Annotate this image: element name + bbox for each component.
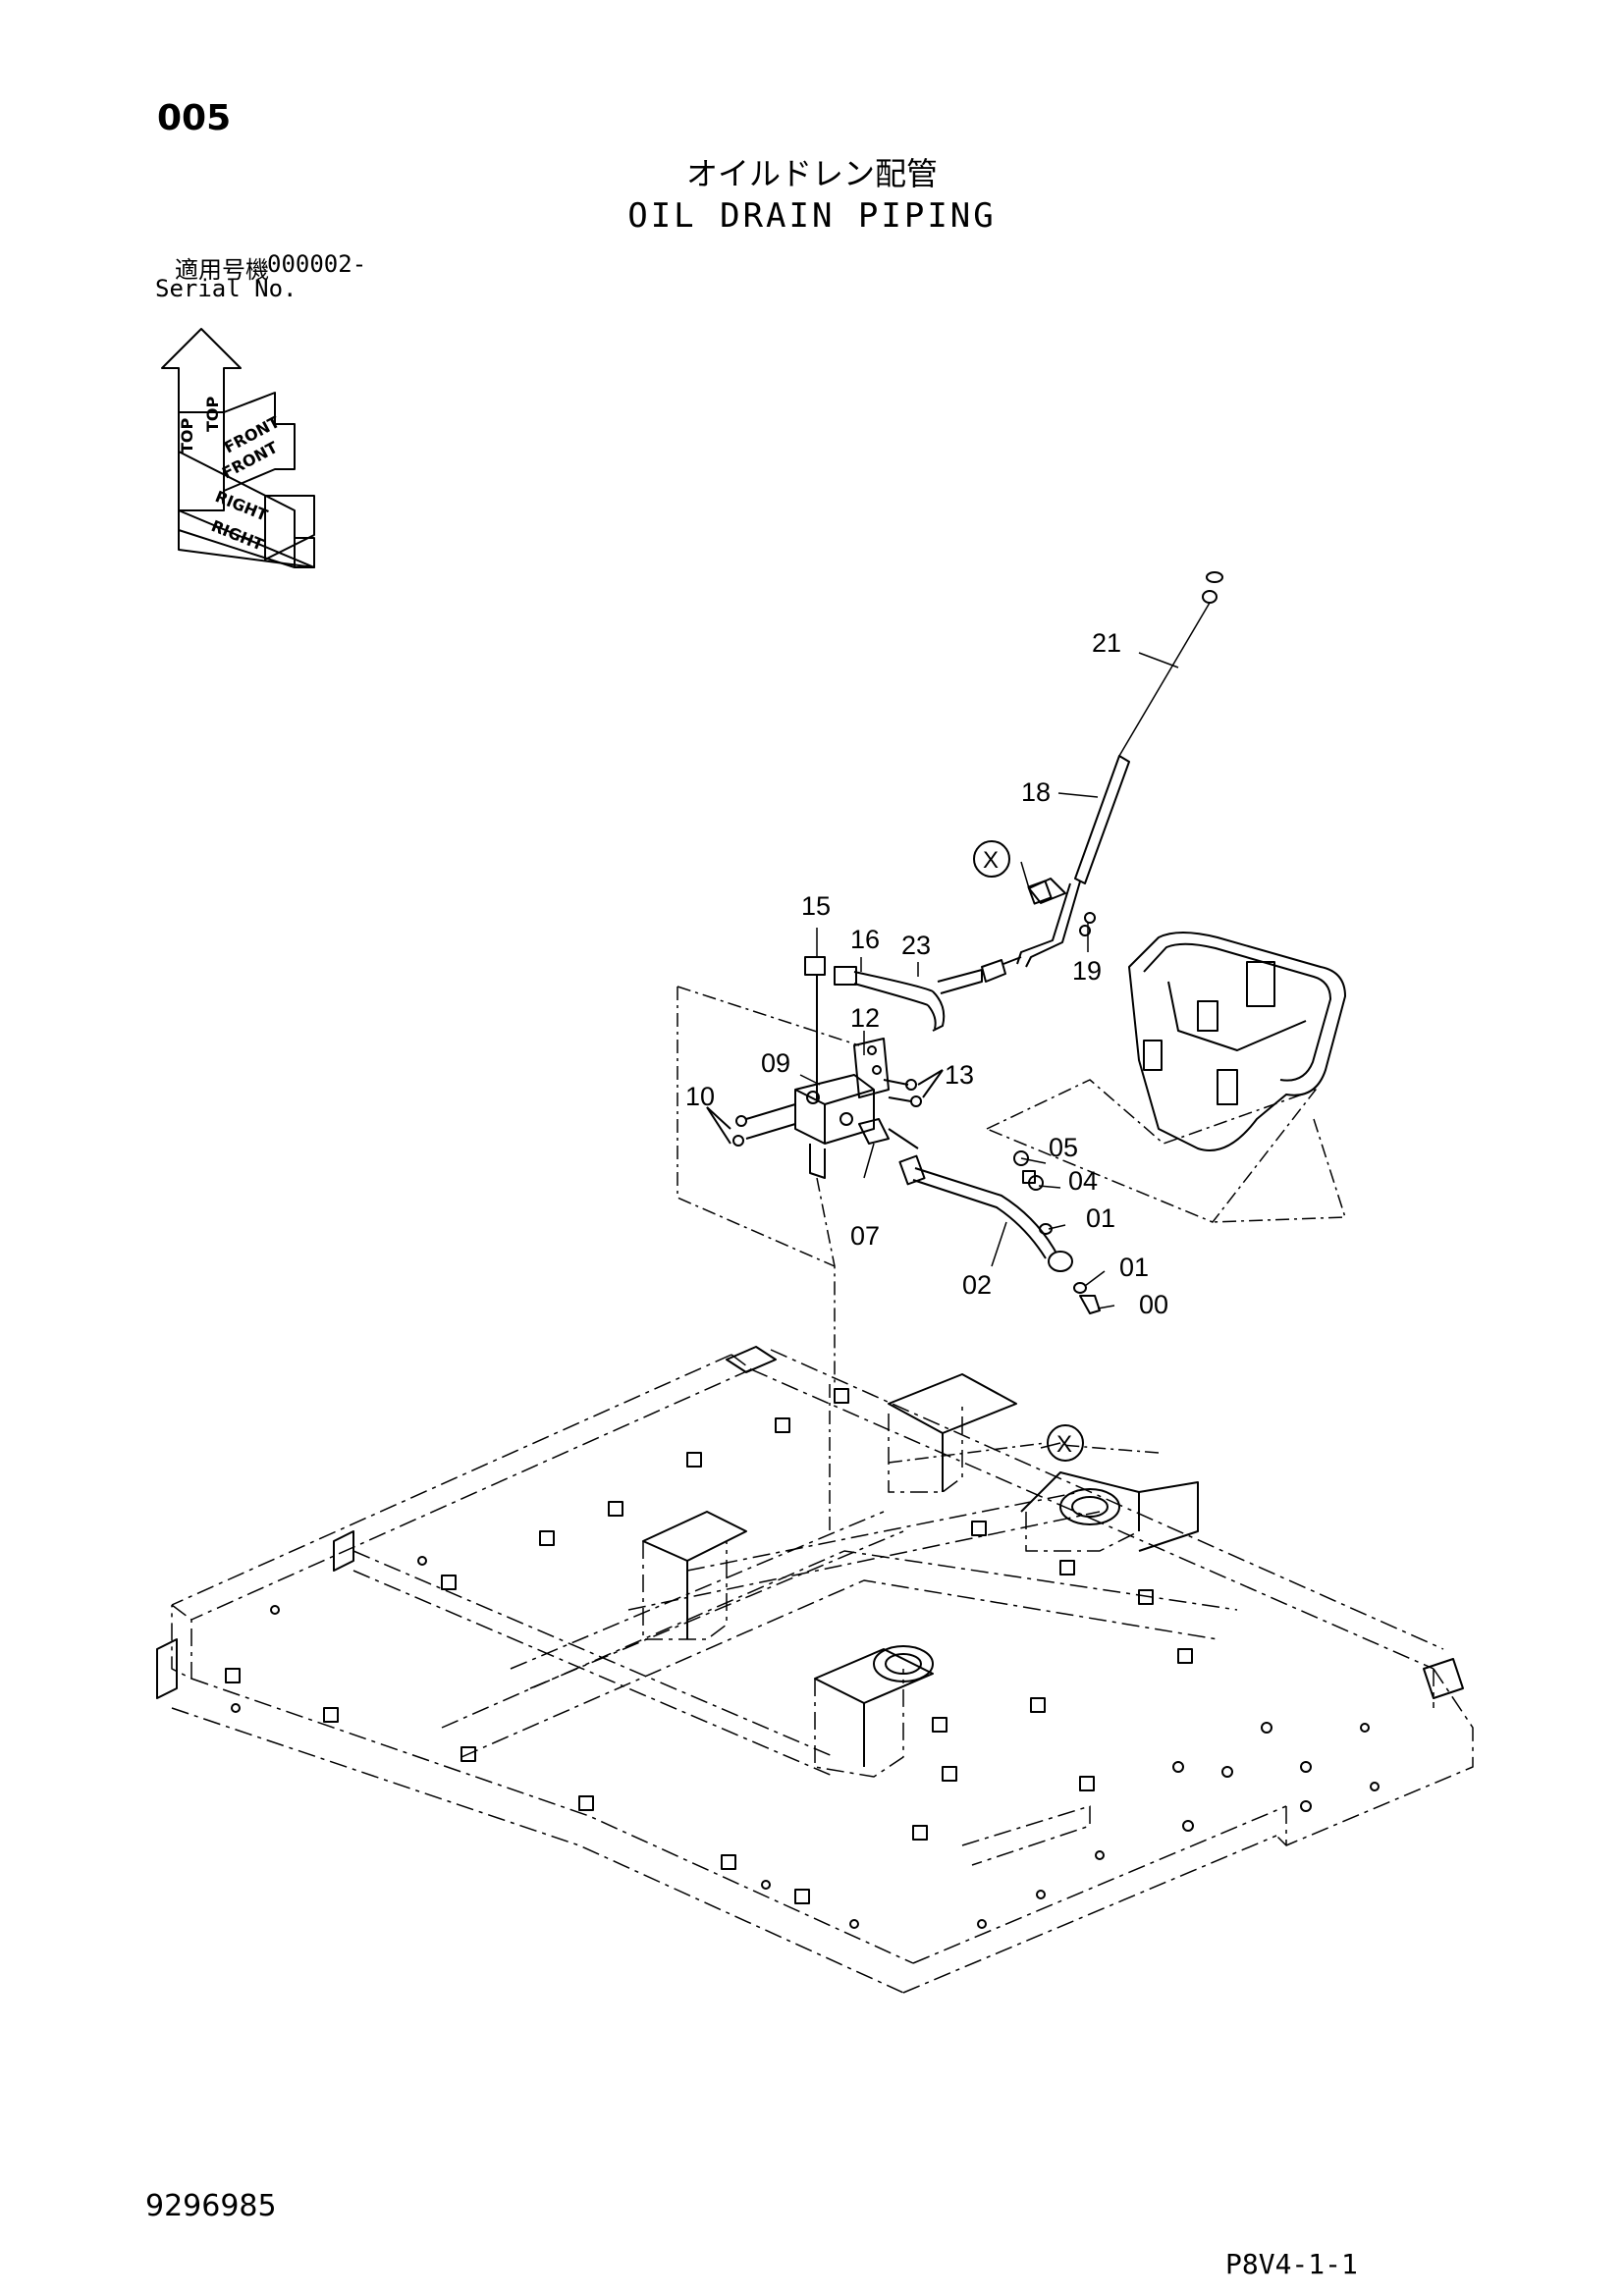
- oil-pan: [1128, 932, 1346, 1151]
- compass-top-label-outer: TOP: [203, 396, 222, 432]
- orientation-compass-icon: [161, 328, 315, 568]
- serial-value: 000002-: [267, 250, 367, 278]
- callout-x-lower: X: [1056, 1431, 1072, 1458]
- page-number: 005: [157, 98, 232, 138]
- serial-label-japanese: 適用号機: [175, 256, 269, 284]
- callout-21: 21: [1092, 628, 1121, 658]
- drain-block-09: [794, 1038, 919, 1179]
- callout-07: 07: [850, 1221, 880, 1251]
- leader-lines: [799, 652, 1179, 1449]
- callout-10: 10: [685, 1082, 715, 1111]
- drain-hose-23: [804, 956, 1022, 1099]
- reference-x-circle-upper: [973, 840, 1010, 878]
- callout-05: 05: [1049, 1133, 1078, 1162]
- callout-09: 09: [761, 1048, 790, 1078]
- callout-01-upper: 01: [1086, 1203, 1115, 1233]
- callout-15: 15: [801, 891, 831, 921]
- callout-x-upper: X: [983, 847, 999, 874]
- detail-outline-dashed: [677, 986, 1346, 1531]
- serial-label-english: Serial No.: [155, 275, 298, 302]
- callout-12: 12: [850, 1003, 880, 1033]
- callout-16: 16: [850, 925, 880, 954]
- callout-02: 02: [962, 1270, 992, 1300]
- callout-13: 13: [945, 1060, 974, 1090]
- dipstick-assembly: [1016, 571, 1223, 968]
- compass-top-label-inner: TOP: [178, 417, 196, 454]
- title-english: OIL DRAIN PIPING: [627, 196, 997, 236]
- document-number: 9296985: [145, 2189, 277, 2223]
- drain-hose-02: [898, 1150, 1101, 1314]
- callout-00: 00: [1139, 1290, 1168, 1319]
- callout-18: 18: [1021, 777, 1051, 807]
- title-japanese: オイルドレン配管: [685, 155, 938, 192]
- callout-04: 04: [1068, 1166, 1098, 1196]
- callout-19: 19: [1072, 956, 1102, 986]
- frame-details: [156, 1346, 1464, 1929]
- frame-outline: [171, 1349, 1474, 1994]
- callout-23: 23: [901, 931, 931, 960]
- callout-01-lower: 01: [1119, 1253, 1149, 1282]
- bolts-10: [706, 1103, 796, 1147]
- page-code: P8V4-1-1: [1225, 2248, 1358, 2280]
- reference-x-circle-lower: [1047, 1424, 1084, 1462]
- bolts-13: [883, 1069, 944, 1107]
